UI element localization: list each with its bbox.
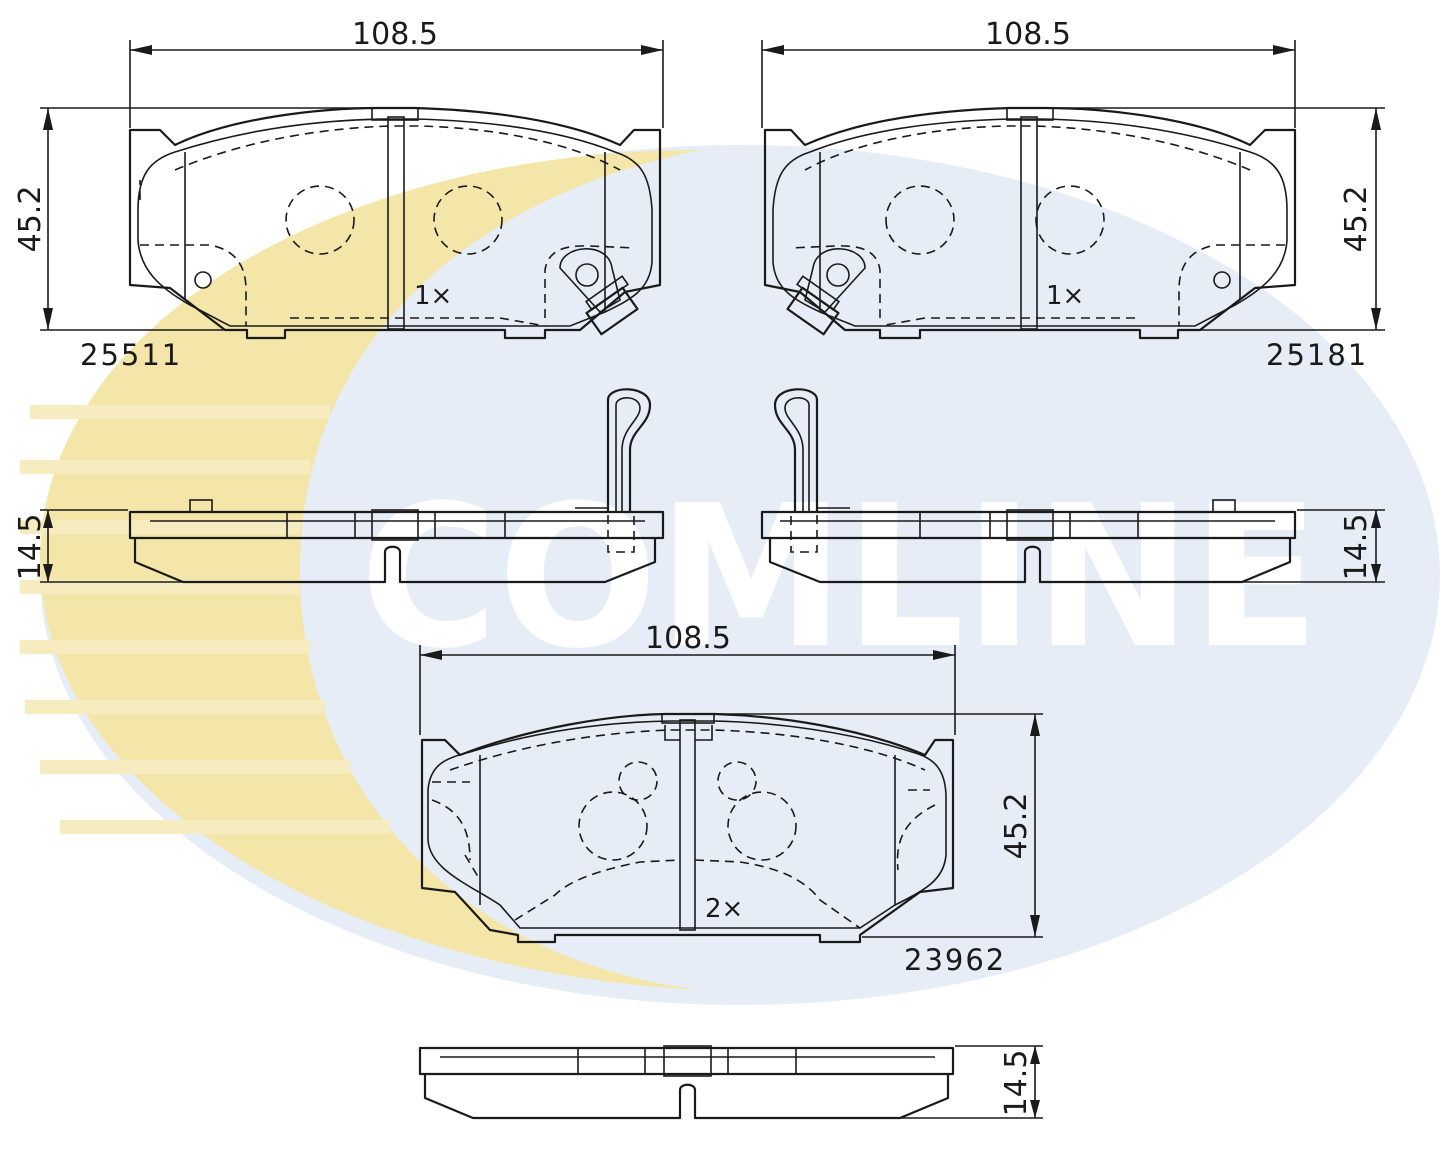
pad-front-view-bottom xyxy=(420,712,955,944)
quantity-left: 1× xyxy=(414,281,452,311)
side-view-bottom xyxy=(418,1045,955,1120)
wear-sensor-right xyxy=(786,248,866,336)
height-label-left: 45.2 xyxy=(13,186,48,253)
watermark-text: COMLINE xyxy=(360,464,1320,692)
side-view-left xyxy=(128,388,665,584)
quantity-bottom: 2× xyxy=(705,894,743,924)
dimension-width-bottom: 108.5 xyxy=(419,621,956,735)
logo-stripes xyxy=(20,405,390,834)
watermark-logo: COMLINE xyxy=(20,145,1440,1005)
dimension-width-left: 108.5 xyxy=(129,17,664,128)
quantity-right: 1× xyxy=(1046,281,1084,311)
dimension-thickness-bottom: 14.5 xyxy=(900,1045,1043,1119)
dimension-height-left: 45.2 xyxy=(13,107,372,331)
width-label-bottom: 108.5 xyxy=(645,621,731,656)
width-label-right: 108.5 xyxy=(985,17,1071,52)
height-label-right: 45.2 xyxy=(1339,186,1374,253)
part-number-bottom: 23962 xyxy=(904,943,1006,977)
height-label-bottom: 45.2 xyxy=(999,793,1034,860)
thickness-label-left: 14.5 xyxy=(13,514,48,581)
width-label-left: 108.5 xyxy=(352,17,438,52)
pad-front-view-right xyxy=(763,106,1297,340)
thickness-label-right: 14.5 xyxy=(1339,514,1374,581)
wear-clip-right xyxy=(773,388,850,553)
part-number-right: 25181 xyxy=(1266,338,1368,372)
dimension-width-right: 108.5 xyxy=(761,17,1296,128)
pad-front-view-left xyxy=(128,106,662,340)
part-number-left: 25511 xyxy=(80,338,182,372)
wear-clip-left xyxy=(575,388,652,553)
dimension-thickness-left: 14.5 xyxy=(13,509,183,583)
dimension-height-bottom: 45.2 xyxy=(714,713,1043,938)
thickness-label-bottom: 14.5 xyxy=(999,1050,1034,1117)
wear-sensor-left xyxy=(559,248,639,336)
logo-ring-yellow xyxy=(40,150,700,990)
logo-ellipse-blue xyxy=(40,145,1440,1005)
dimension-height-right: 45.2 xyxy=(1055,107,1385,331)
side-view-right xyxy=(760,388,1297,584)
dimension-thickness-right: 14.5 xyxy=(1242,509,1385,583)
